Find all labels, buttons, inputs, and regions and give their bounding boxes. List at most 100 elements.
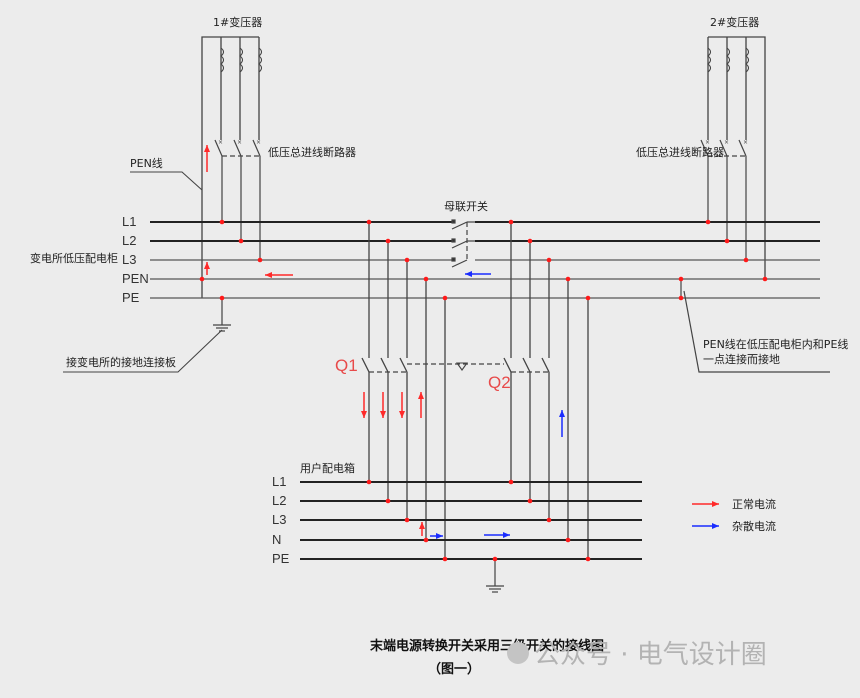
user-box-label: 用户配电箱 [300,461,355,475]
substation-panel-label: 变电所低压配电柜 [30,251,118,265]
junction-dot [442,295,448,301]
user-bus-label-l1: L1 [272,474,286,489]
svg-text:×: × [743,139,748,146]
legend-label-normal: 正常电流 [732,497,776,511]
user-earth [486,559,504,593]
transformer-2: 2#变压器 × × × 低压总进线断路器 [636,15,766,279]
caption-title: 末端电源转换开关采用三级开关的接线图 [369,638,604,654]
normal-current-arrow [204,145,210,172]
grounding-bar-label: 接变电所的接地连接板 [66,355,176,369]
junction-dot [385,498,391,504]
breaker-label-left: 低压总进线断路器 [268,145,356,159]
svg-text:×: × [705,139,710,146]
junction-dot [546,257,552,263]
watermark-text: 公众号 · 电气设计圈 [534,640,767,670]
junction-dot [366,479,372,485]
junction-dot [366,219,372,225]
pen-wire-label: PEN线 [130,156,163,170]
main-bus-label-pen: PEN [122,271,149,286]
junction-dot [238,238,244,244]
pen-pe-note-line2: 一点连接而接地 [703,353,780,366]
junction-dot [678,295,684,301]
legend-label-stray: 杂散电流 [732,519,776,533]
stray-current-arrow [484,532,510,538]
main-bus-label-l3: L3 [122,252,136,267]
transformer-2-coils [707,47,750,73]
junction-dot [219,219,225,225]
wechat-icon [507,642,529,664]
junction-dot [585,295,591,301]
switch-q2-label: Q2 [488,373,511,392]
junction-dot [724,238,730,244]
normal-current-arrow [418,392,424,418]
legend-arrow-stray [692,523,719,529]
bus-tie-switch: 母联开关 [444,199,488,268]
junction-dot [762,276,768,282]
user-bus-label-pe: PE [272,551,290,566]
junction-dot [508,219,514,225]
junction-dot [404,517,410,523]
watermark: 公众号 · 电气设计圈 [507,640,767,670]
transformer-1: 1#变压器 × × × 低压总进线断路器 PEN线 [130,15,356,298]
stray-current-arrow [559,410,565,437]
main-bus-label-pe: PE [122,290,140,305]
junction-dot [546,517,552,523]
junction-dot [199,276,205,282]
junction-dot [385,238,391,244]
junction-dot [743,257,749,263]
junction-dot [404,257,410,263]
caption-sub: （图一） [428,661,480,677]
legend-arrow-normal [692,501,719,507]
junction-dot [527,238,533,244]
junction-dot [565,276,571,282]
legend: 正常电流 杂散电流 [732,497,776,533]
stray-current-arrow [430,533,443,539]
user-busbars: 用户配电箱 L1 L2 L3 N PE [272,461,642,566]
svg-text:×: × [724,139,729,146]
user-bus-label-l2: L2 [272,493,286,508]
junction-dot [527,498,533,504]
junction-dot [508,479,514,485]
junction-dot [423,537,429,543]
junction-dot [492,556,498,562]
svg-text:×: × [237,139,242,146]
normal-current-arrow [204,262,210,275]
user-bus-label-l3: L3 [272,512,286,527]
normal-current-arrow [399,392,405,418]
junction-dot [678,276,684,282]
svg-text:×: × [218,139,223,146]
stray-current-arrow [465,271,491,277]
pen-wire-leader [130,171,203,191]
pen-pe-bond [680,279,830,373]
current-arrows [204,145,719,539]
junction-dot [585,556,591,562]
incoming-breaker-2: × × × [700,139,748,260]
user-bus-label-n: N [272,532,281,547]
transformer-2-label: 2#变压器 [710,15,759,29]
junction-dot [423,276,429,282]
switch-q1-label: Q1 [335,356,358,375]
bus-tie-label: 母联开关 [444,199,488,213]
transformer-1-coils [220,47,263,73]
incoming-breaker-1: × × × [214,139,261,260]
main-bus-label-l2: L2 [122,233,136,248]
feeder-wiring [361,222,589,559]
transformer-1-label: 1#变压器 [213,15,262,29]
main-busbars: L1 L2 L3 PEN PE 变电所低压配电柜 [30,214,820,305]
junction-dot [705,219,711,225]
svg-text:×: × [256,139,261,146]
main-earth [63,298,231,373]
junction-dot [442,556,448,562]
breaker-label-right: 低压总进线断路器 [636,145,724,159]
normal-current-arrow [419,522,425,536]
junction-dot [257,257,263,263]
pen-pe-note-line1: PEN线在低压配电柜内和PE线 [703,337,848,351]
junction-dot [219,295,225,301]
junction-dots [199,219,768,562]
normal-current-arrow [380,392,386,418]
normal-current-arrow [265,272,293,278]
junction-dot [565,537,571,543]
normal-current-arrow [361,392,367,418]
main-bus-label-l1: L1 [122,214,136,229]
